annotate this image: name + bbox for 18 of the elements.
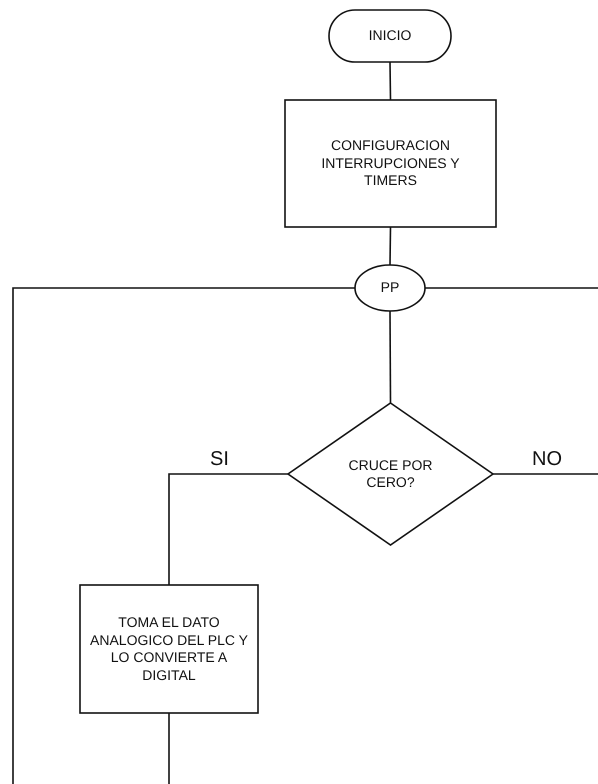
process-box (285, 100, 496, 227)
node-text: CRUCE POR CERO? (347, 456, 434, 492)
connector-line (425, 287, 598, 289)
node-text: PP (380, 279, 400, 297)
process-box (80, 585, 258, 713)
connector-line (389, 311, 392, 403)
connector-line (493, 473, 598, 475)
connector-line (12, 287, 355, 784)
node-text: TOMA EL DATO ANALOGICO DEL PLC Y LO CONVIERTE A DIGITAL (89, 614, 249, 684)
connector-line (168, 713, 170, 784)
decision-diamond (288, 403, 493, 545)
node-text: CONFIGURACION INTERRUPCIONES Y TIMERS (320, 137, 461, 190)
connector-line (168, 473, 288, 585)
connector-line (389, 226, 392, 266)
connector-line (389, 62, 392, 100)
connector-circle (355, 265, 425, 311)
node-text: INICIO (368, 27, 412, 45)
start-terminal (329, 10, 451, 62)
